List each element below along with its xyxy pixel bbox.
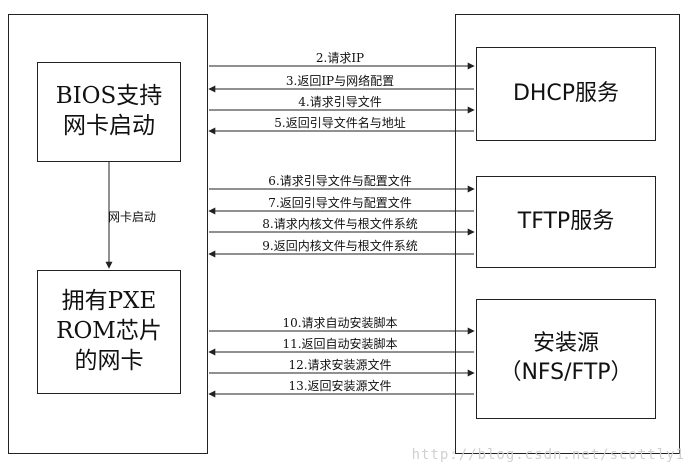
nic-boot-label: 网卡启动 <box>107 210 157 224</box>
message-label-8: 8.请求内核文件与根文件系统 <box>262 217 418 231</box>
dhcp-label: DHCP服务 <box>512 80 620 106</box>
message-label-10: 10.请求自动安装脚本 <box>282 316 398 330</box>
bios-nic-boot-box: BIOS支持 网卡启动 <box>37 62 181 162</box>
pxe-nic-box: 拥有PXE ROM芯片 的网卡 <box>37 270 181 394</box>
source-line-1: 安装源 <box>532 331 599 357</box>
message-label-12: 12.请求安装源文件 <box>288 358 392 372</box>
message-label-7: 7.返回引导文件与配置文件 <box>268 196 412 210</box>
tftp-label: TFTP服务 <box>517 208 615 234</box>
dhcp-service-box: DHCP服务 <box>476 47 656 141</box>
message-label-3: 3.返回IP与网络配置 <box>285 74 395 88</box>
bios-line-1: BIOS支持 <box>55 83 163 110</box>
message-label-5: 5.返回引导文件名与地址 <box>274 116 406 130</box>
watermark: http://blog.csdn.net/scottly1 <box>411 447 685 463</box>
bios-line-2: 网卡启动 <box>62 113 155 139</box>
pxe-line-2: ROM芯片 <box>56 318 162 345</box>
message-label-2: 2.请求IP <box>315 51 365 65</box>
message-label-9: 9.返回内核文件与根文件系统 <box>262 239 418 253</box>
message-label-13: 13.返回安装源文件 <box>288 379 392 393</box>
message-label-6: 6.请求引导文件与配置文件 <box>268 174 412 188</box>
tftp-service-box: TFTP服务 <box>476 176 656 268</box>
pxe-line-1: 拥有PXE <box>61 288 157 315</box>
message-label-4: 4.请求引导文件 <box>298 95 382 109</box>
install-source-box: 安装源 （NFS/FTP） <box>476 299 656 419</box>
message-label-11: 11.返回自动安装脚本 <box>282 337 398 351</box>
source-line-2: （NFS/FTP） <box>499 360 633 385</box>
pxe-line-3: 的网卡 <box>74 347 144 374</box>
